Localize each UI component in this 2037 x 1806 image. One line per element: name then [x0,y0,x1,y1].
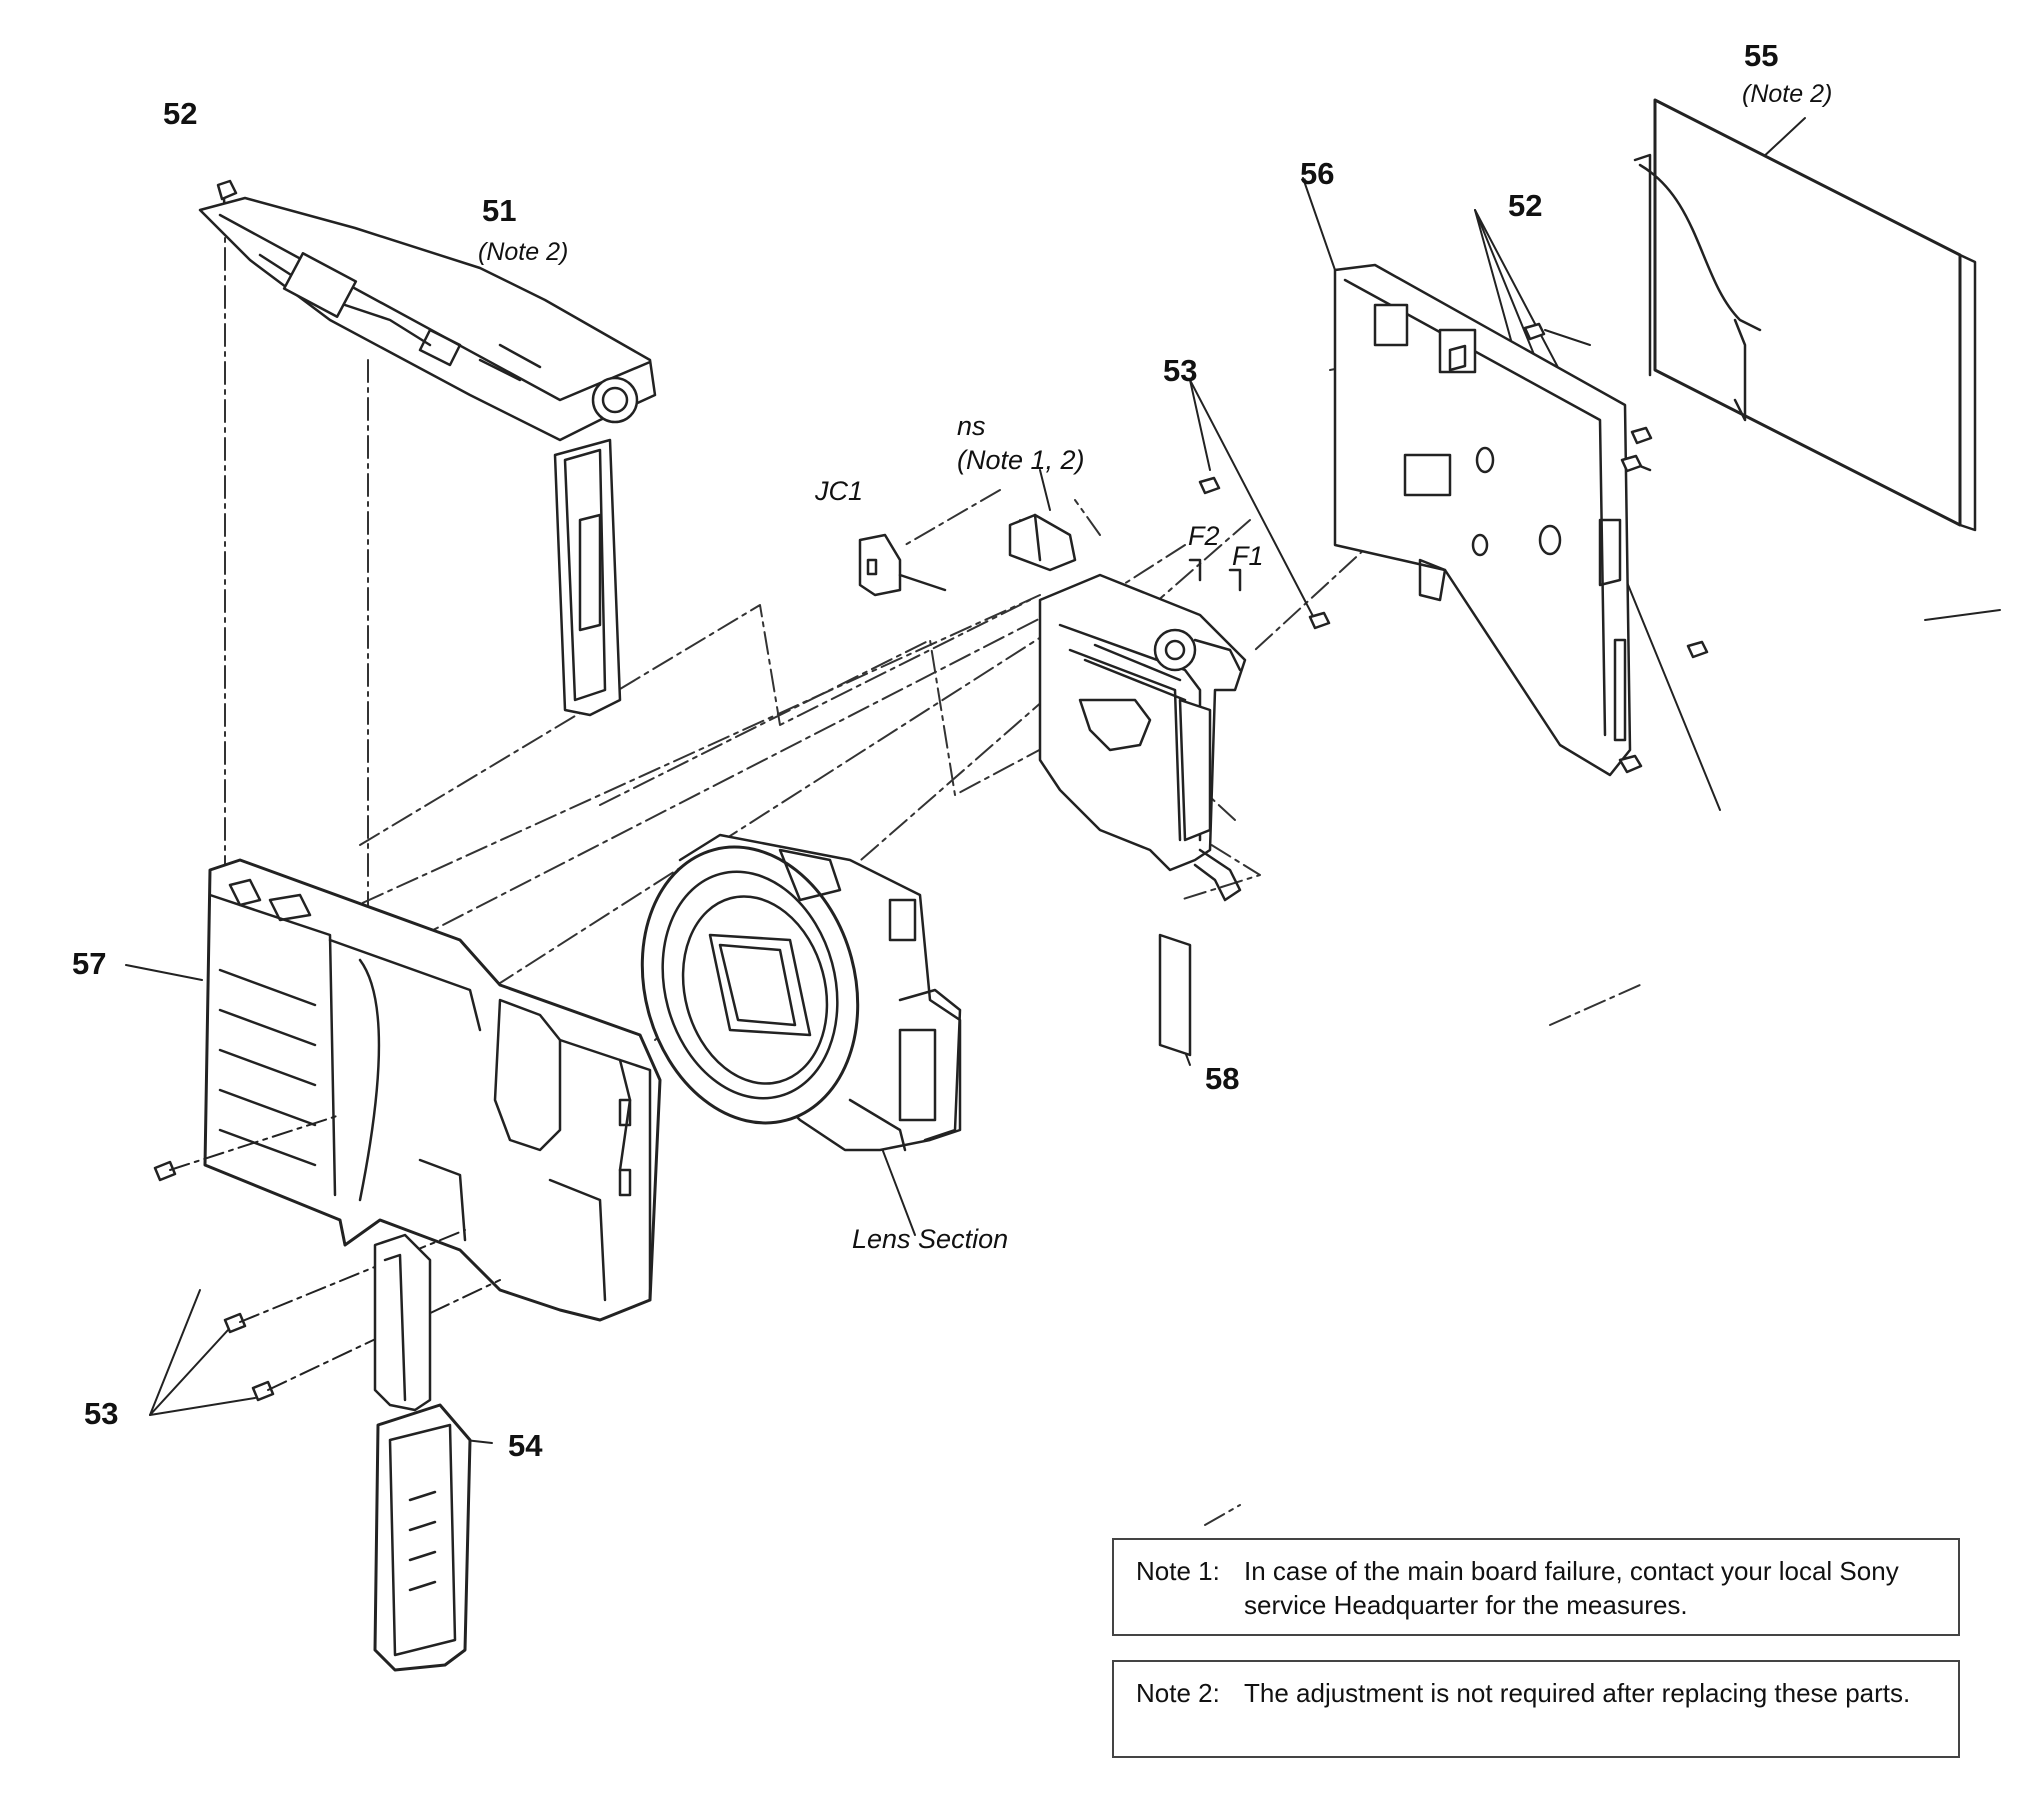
callout-54: 54 [508,1428,543,1463]
callout-56: 56 [1300,156,1335,191]
screws-52-right [1523,322,1709,774]
note-1-label: Note 1: [1136,1556,1220,1586]
callout-57: 57 [72,946,107,981]
callout-ns-note: (Note 1, 2) [957,445,1085,475]
callout-lens-section: Lens Section [852,1224,1009,1254]
callout-55: 55 [1744,38,1779,73]
callout-53-upper: 53 [1163,353,1198,388]
part-58-sheet [1158,933,1192,1057]
main-board [858,476,1331,902]
callout-53-lower: 53 [84,1396,119,1431]
part-51-top-frame [198,196,657,717]
callout-jc1: JC1 [815,476,864,506]
note-1-text: In case of the main board failure, conta… [1244,1556,1899,1620]
callout-51: 51 [482,193,517,228]
callout-f1: F1 [1232,541,1264,571]
note-box-1: Note 1: In case of the main board failur… [1112,1538,1960,1636]
callout-52-top: 52 [163,96,198,131]
part-56-bracket [1333,263,1652,777]
note-2-text: The adjustment is not required after rep… [1244,1678,1911,1708]
callout-52-right: 52 [1508,188,1543,223]
part-55-panel [1633,98,1977,532]
callout-55-note: (Note 2) [1742,80,1833,108]
note-box-2: Note 2: The adjustment is not required a… [1112,1660,1960,1758]
callout-51-note: (Note 2) [478,238,569,266]
screws-53-lower [153,1114,501,1402]
lens-section [640,833,962,1152]
callout-f2: F2 [1188,521,1220,551]
part-57-front-frame [203,858,662,1322]
callout-ns: ns [957,411,986,441]
callout-58: 58 [1205,1061,1240,1096]
note-2-label: Note 2: [1136,1678,1220,1708]
part-54-side-cover [373,1233,472,1672]
